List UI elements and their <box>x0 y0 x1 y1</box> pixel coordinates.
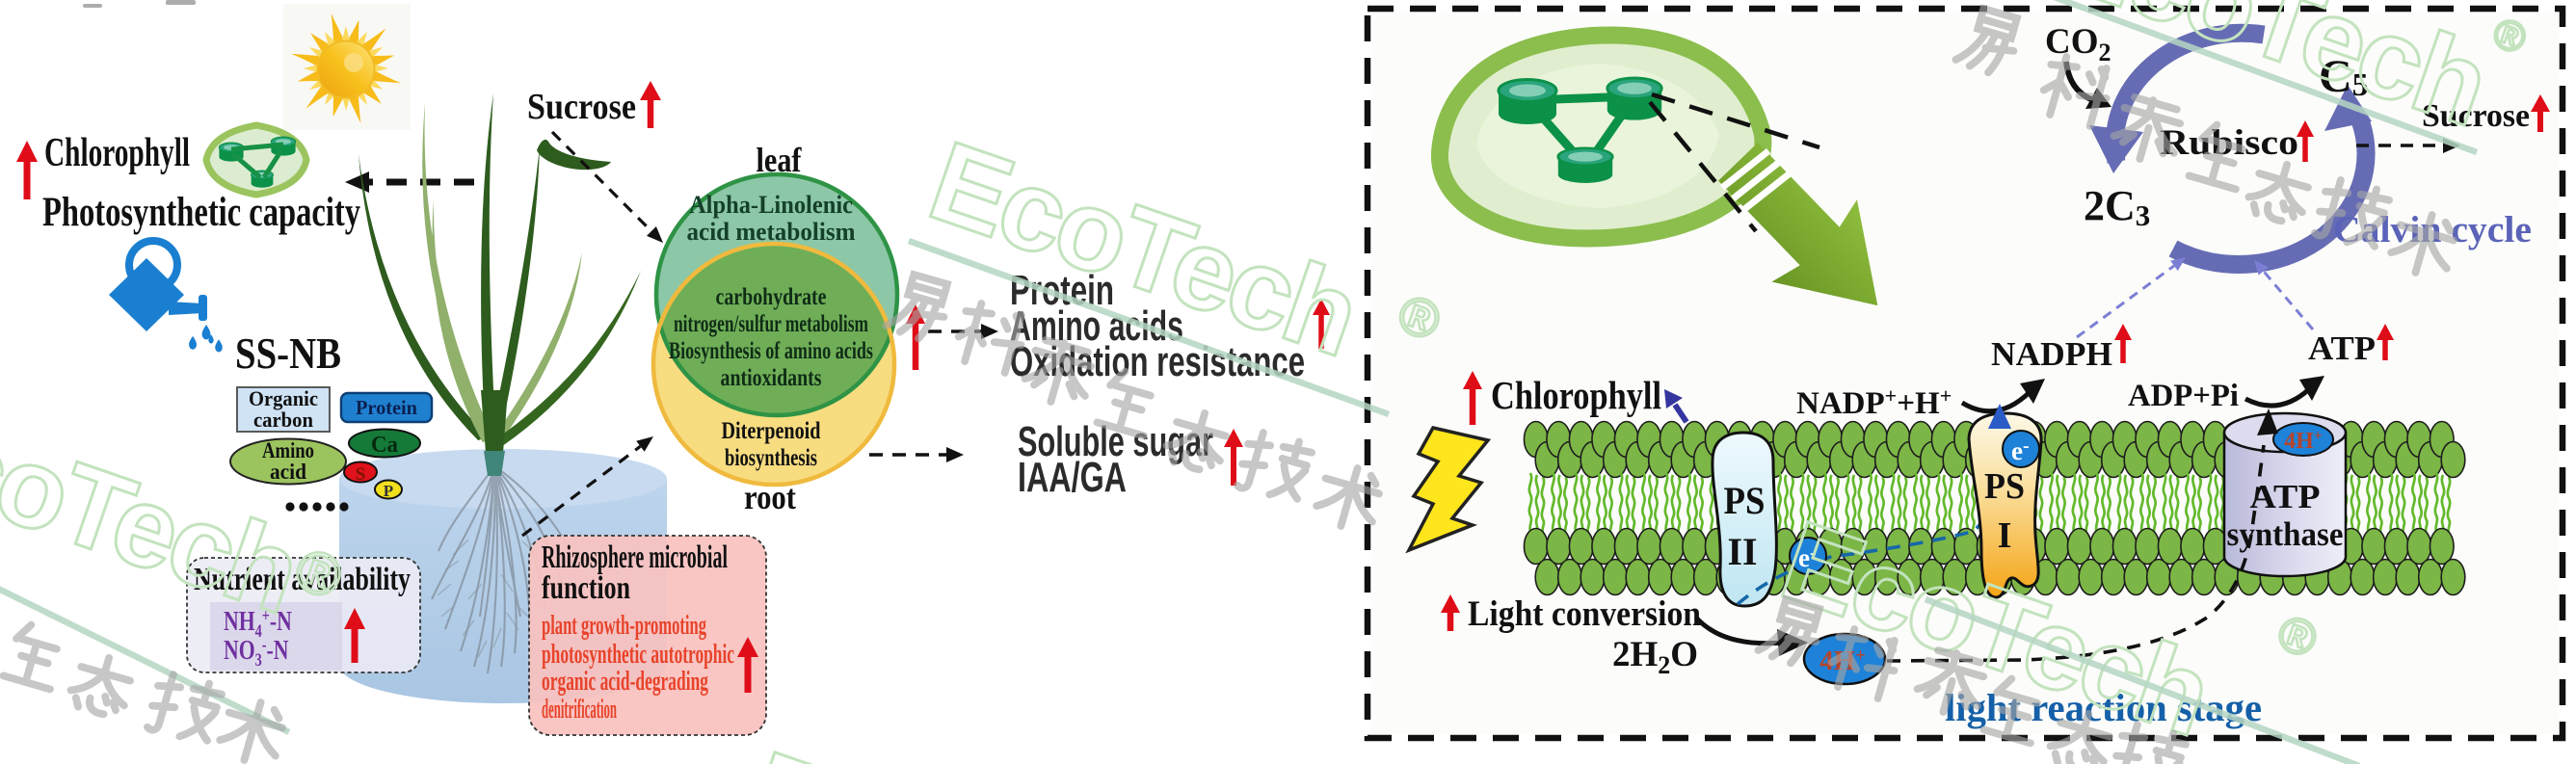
svg-text:organic acid-degrading: organic acid-degrading <box>542 666 708 697</box>
svg-text:Organic: Organic <box>249 386 318 410</box>
svg-text:ATP: ATP <box>2308 329 2376 367</box>
svg-text:ATP: ATP <box>2250 478 2321 515</box>
svg-text:Rhizosphere microbial: Rhizosphere microbial <box>542 540 728 575</box>
svg-text:function: function <box>542 570 630 606</box>
svg-text:antioxidants: antioxidants <box>721 365 822 391</box>
svg-text:denitrification: denitrification <box>542 694 617 724</box>
svg-text:carbon: carbon <box>253 408 313 432</box>
svg-text:Chlorophyll: Chlorophyll <box>1491 373 1661 417</box>
svg-text:Light conversion: Light conversion <box>1468 594 1701 634</box>
svg-text:NADPH: NADPH <box>1991 335 2112 373</box>
svg-text:Sucrose: Sucrose <box>2422 98 2530 134</box>
svg-text:Photosynthetic capacity: Photosynthetic capacity <box>42 190 360 235</box>
svg-text:acid: acid <box>270 460 306 484</box>
svg-text:root: root <box>744 478 796 516</box>
svg-text:leaf: leaf <box>757 141 803 179</box>
svg-text:NO3--N: NO3--N <box>224 634 289 671</box>
svg-text:PS: PS <box>1724 479 1766 522</box>
svg-text:ADP+Pi: ADP+Pi <box>2128 379 2239 413</box>
svg-text:EcoTech: EcoTech <box>734 727 1190 764</box>
svg-text:Sucrose: Sucrose <box>527 87 636 127</box>
svg-text:2H2O: 2H2O <box>1612 635 1698 679</box>
svg-text:acid metabolism: acid metabolism <box>687 218 856 246</box>
svg-text:carbohydrate: carbohydrate <box>716 284 827 310</box>
svg-text:Diterpenoid: Diterpenoid <box>722 418 821 444</box>
svg-text:plant growth-promoting: plant growth-promoting <box>542 610 706 641</box>
svg-text:biosynthesis: biosynthesis <box>725 445 817 471</box>
svg-text:I: I <box>1998 515 2012 556</box>
svg-text:Amino: Amino <box>262 438 314 462</box>
svg-text:SS-NB: SS-NB <box>235 329 341 378</box>
svg-text:Chlorophyll: Chlorophyll <box>44 131 190 175</box>
svg-text:S: S <box>356 464 366 485</box>
svg-text:IAA/GA: IAA/GA <box>1018 454 1127 501</box>
svg-text:photosynthetic autotrophic: photosynthetic autotrophic <box>542 639 734 670</box>
svg-text:Protein: Protein <box>356 396 417 419</box>
svg-text:Alpha-Linolenic: Alpha-Linolenic <box>689 191 853 219</box>
svg-text:synthase: synthase <box>2227 515 2344 553</box>
svg-text:Nutrient availability: Nutrient availability <box>194 562 411 597</box>
svg-text:Biosynthesis of amino acids: Biosynthesis of amino acids <box>669 338 873 364</box>
svg-text:NADP++H+: NADP++H+ <box>1796 383 1952 421</box>
svg-text:PS: PS <box>1984 466 2025 507</box>
svg-text:Ca: Ca <box>371 433 398 458</box>
svg-text:II: II <box>1728 530 1758 573</box>
svg-text:nitrogen/sulfur metabolism: nitrogen/sulfur metabolism <box>674 311 868 337</box>
svg-text:P: P <box>384 482 393 500</box>
